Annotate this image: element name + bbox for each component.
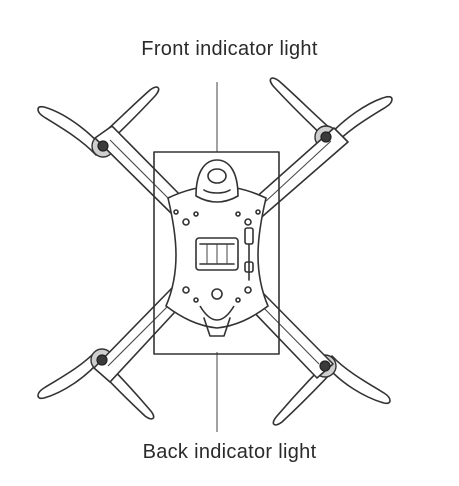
- front-indicator-label: Front indicator light: [141, 38, 318, 60]
- back-indicator-housing: [199, 305, 235, 321]
- screws: [173, 209, 261, 303]
- front-indicator-housing: [195, 159, 239, 203]
- arms: [93, 125, 349, 383]
- battery-frame: [153, 151, 280, 355]
- back-indicator-label: Back indicator light: [142, 441, 317, 463]
- side-switch: [244, 227, 254, 281]
- motors: [96, 131, 332, 372]
- propeller-back-left: [37, 348, 155, 420]
